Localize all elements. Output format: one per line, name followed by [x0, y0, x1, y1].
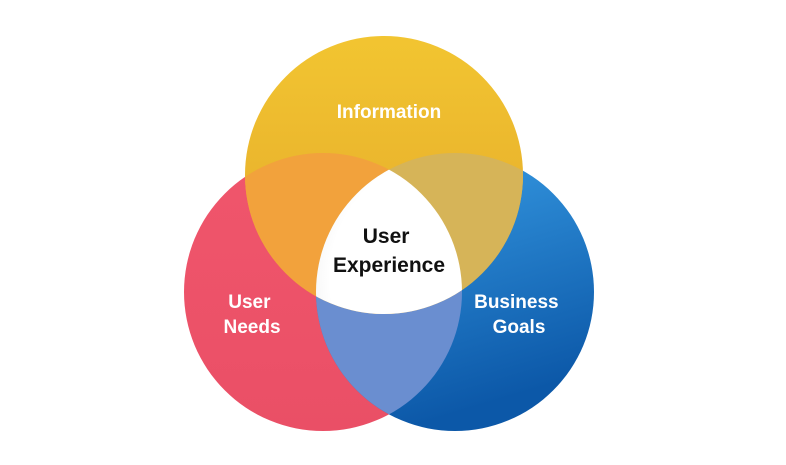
center-intersection	[316, 153, 462, 314]
user-needs-label: User Needs	[223, 292, 280, 338]
user-experience-label: User Experience	[333, 225, 445, 277]
business-goals-label: Business Goals	[474, 292, 564, 338]
information-label: Information	[337, 102, 442, 123]
